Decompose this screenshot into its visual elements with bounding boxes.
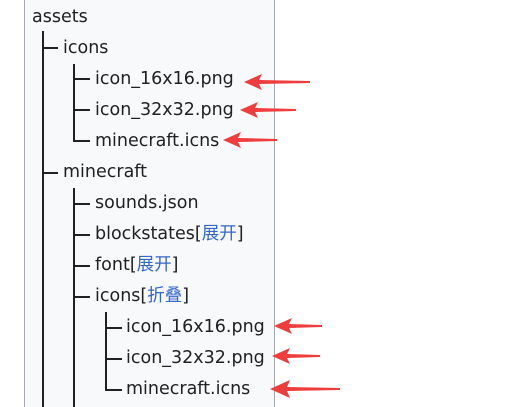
collapse-toggle[interactable]: 折叠 (147, 286, 183, 306)
tree-node-nested-icons: icons[折叠] (95, 286, 189, 306)
bracket-close: ] (236, 224, 244, 244)
tree-node-font: font[展开] (95, 255, 178, 275)
node-label: font (95, 255, 130, 275)
node-label: blockstates (95, 224, 195, 244)
tree-connector (42, 172, 58, 174)
bracket-open: [ (194, 224, 202, 244)
tree-line (42, 31, 44, 407)
tree-node-minecraft: minecraft (63, 162, 148, 182)
tree-connector (73, 140, 90, 142)
tree-node-blockstates: blockstates[展开] (95, 224, 244, 244)
tree-line (73, 64, 75, 142)
arrow-icon (274, 318, 322, 334)
bracket-open: [ (140, 286, 148, 306)
bracket-open: [ (129, 255, 137, 275)
tree-connector (105, 389, 122, 391)
file-tree-panel (24, 0, 275, 407)
tree-connector (42, 47, 58, 49)
tree-line (105, 312, 107, 390)
tree-connector (73, 296, 90, 298)
arrow-icon (223, 132, 277, 148)
tree-node-icons: icons (63, 38, 109, 58)
tree-connector (73, 203, 90, 205)
tree-connector (73, 109, 90, 111)
tree-connector (105, 327, 122, 329)
expand-toggle[interactable]: 展开 (201, 224, 237, 244)
arrow-icon (240, 102, 296, 118)
tree-connector (73, 234, 90, 236)
tree-node-icon-16: icon_16x16.png (95, 69, 234, 89)
tree-connector (105, 358, 122, 360)
tree-node-nested-minecraft-icns: minecraft.icns (126, 379, 251, 399)
tree-node-nested-icon-16: icon_16x16.png (126, 317, 265, 337)
page-background (275, 0, 511, 407)
tree-node-assets: assets (32, 7, 88, 27)
tree-connector (73, 265, 90, 267)
tree-node-nested-icon-32: icon_32x32.png (126, 348, 265, 368)
tree-node-minecraft-icns: minecraft.icns (95, 131, 220, 151)
tree-node-icon-32: icon_32x32.png (95, 100, 234, 120)
arrow-icon (244, 74, 310, 90)
bracket-close: ] (182, 286, 190, 306)
arrow-icon (272, 348, 320, 364)
node-label: icons (95, 286, 141, 306)
bracket-close: ] (171, 255, 179, 275)
expand-toggle[interactable]: 展开 (136, 255, 172, 275)
arrow-icon (270, 380, 340, 398)
tree-node-sounds-json: sounds.json (95, 193, 199, 213)
tree-connector (73, 78, 90, 80)
